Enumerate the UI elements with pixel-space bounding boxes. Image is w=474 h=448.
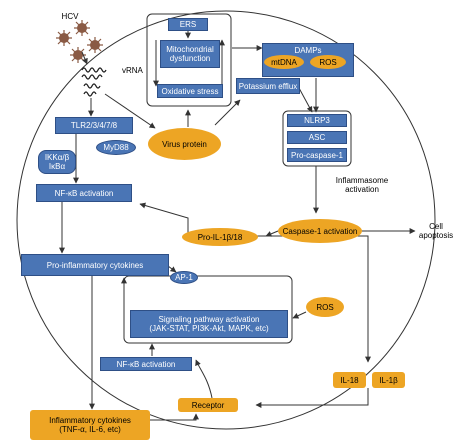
pro-il-ellipse: Pro-IL-1β/18: [182, 228, 258, 246]
receptor-box: Receptor: [178, 398, 238, 412]
signaling-box: Signaling pathway activation (JAK-STAT, …: [130, 310, 288, 338]
arrow-receptor-nfkb: [195, 359, 213, 399]
mitochondrial-dysfunction-box: Mitochondrial dysfunction: [160, 40, 220, 68]
asc-box: ASC: [287, 131, 347, 144]
ers-box: ERS: [168, 18, 208, 31]
oxidative-stress-box: Oxidative stress: [157, 84, 223, 98]
vrna-icon: [81, 67, 107, 97]
virus-protein-ellipse: Virus protein: [148, 128, 221, 160]
arrow-ros-signaling: [292, 311, 307, 319]
tlr-box: TLR2/3/4/7/8: [55, 117, 133, 134]
arrow-virus-potassium: [214, 99, 241, 126]
damps-box: DAMPs: [262, 43, 354, 77]
il18-box: IL-18: [333, 372, 366, 388]
arrow-il-receptor: [255, 388, 369, 408]
myd88-box: MyD88: [96, 140, 136, 155]
inflammasome-activation-label: Inflammasome activation: [335, 176, 389, 194]
mtdna-ellipse: mtDNA: [264, 55, 304, 69]
pro-caspase-box: Pro-caspase-1: [287, 148, 347, 162]
vrna-label: vRNA: [122, 66, 143, 75]
caspase-ellipse: Caspase-1 activation: [278, 219, 362, 243]
damps-label: DAMPs: [294, 46, 322, 55]
nfkb-bottom-box: NF-κB activation: [100, 357, 192, 371]
nfkb-top-box: NF-κB activation: [36, 184, 132, 202]
pro-cytokines-box: Pro-inflammatory cytokines: [21, 254, 169, 276]
hcv-virus-icon: [56, 20, 103, 63]
arrow-apx-procyto: [167, 265, 177, 273]
arrow-proil-nfkb: [139, 202, 189, 236]
potassium-efflux-box: Potassium efflux: [236, 78, 300, 94]
il1b-box: IL-1β: [372, 372, 405, 388]
arrow-hcv-vrna: [81, 51, 88, 65]
arrow-inflam-cycle: [150, 413, 199, 421]
arrow-potassium-nlrp3: [298, 87, 313, 113]
cell-membrane: [16, 10, 436, 430]
hcv-label: HCV: [61, 12, 79, 21]
nlrp3-box: NLRP3: [287, 114, 347, 127]
cell-apoptosis-label: Cell apoptosis: [418, 222, 454, 240]
ros-top-ellipse: ROS: [310, 55, 346, 69]
mitochondria-frame: [146, 13, 232, 107]
ikk-box: IKKα/β IκBα: [38, 150, 76, 174]
ros-mid-ellipse: ROS: [306, 297, 344, 317]
arrow-vrna-virus: [104, 93, 156, 129]
inflammatory-cytokines-box: Inflammatory cytokines (TNF-α, IL-6, etc…: [30, 410, 150, 440]
arrow-caspase-proil: [265, 230, 279, 237]
ap1-box: AP-1: [170, 271, 198, 284]
